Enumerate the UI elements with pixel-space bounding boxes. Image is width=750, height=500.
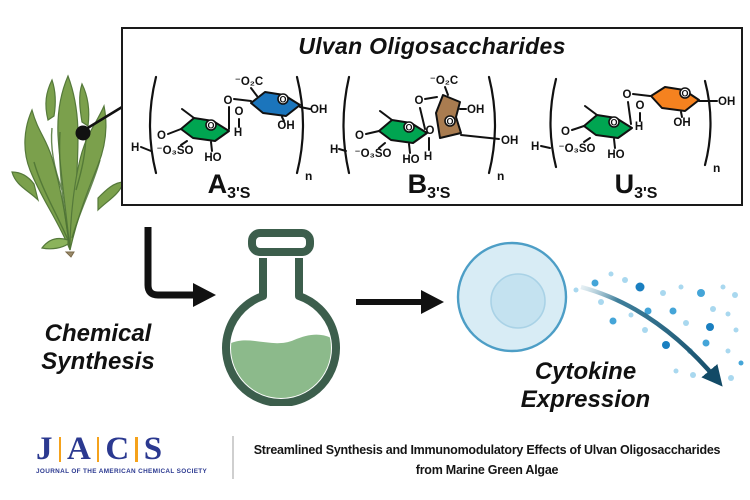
cytokine-expression-label: Cytokine Expression [520, 358, 651, 414]
callout-line [85, 102, 128, 131]
panel-title: Ulvan Oligosaccharides [298, 33, 566, 59]
article-title: Streamlined Synthesis and Immunomodulato… [248, 440, 726, 480]
cytokine-secretion-graphic [573, 271, 744, 387]
arrow-right-icon [356, 290, 444, 314]
svg-text:OH: OH [467, 104, 484, 116]
svg-text:O: O [681, 89, 688, 99]
svg-text:n: n [713, 161, 720, 175]
svg-text:H: H [234, 127, 242, 139]
svg-text:HO: HO [607, 149, 624, 161]
svg-text:O: O [405, 123, 412, 133]
jacs-separator [96, 437, 100, 462]
svg-text:O: O [355, 130, 364, 142]
svg-text:O: O [426, 125, 435, 137]
svg-text:O: O [610, 118, 617, 128]
jacs-separator [58, 437, 61, 462]
svg-text:O: O [446, 117, 453, 127]
jacs-letter-j: J [36, 431, 53, 467]
secretion-arrow-icon [580, 284, 723, 387]
svg-text:H: H [330, 144, 338, 156]
structure-A3S-label: A3'S [207, 169, 251, 202]
structure-A3S: n H O O O ⁻O₂C O OH OH [129, 71, 329, 203]
svg-text:OH: OH [277, 120, 294, 132]
jacs-tagline: JOURNAL OF THE AMERICAN CHEMICAL SOCIETY [36, 468, 208, 475]
svg-text:O: O [561, 126, 570, 138]
structure-A3S-drawing: n H O O O ⁻O₂C O OH OH [131, 75, 327, 183]
jacs-letter-c: C [105, 431, 130, 467]
svg-text:O: O [415, 95, 424, 107]
footer-divider [232, 436, 234, 479]
svg-text:HO: HO [204, 152, 221, 164]
svg-text:O: O [224, 95, 233, 107]
jacs-letter-a: A [67, 431, 91, 467]
svg-text:O: O [207, 121, 214, 131]
svg-text:n: n [305, 169, 312, 183]
cell-nucleus [490, 273, 546, 329]
article-title-line1: Streamlined Synthesis and Immunomodulato… [253, 443, 721, 457]
svg-text:H: H [531, 141, 539, 153]
svg-text:H: H [424, 151, 432, 163]
svg-text:n: n [497, 169, 504, 183]
svg-text:⁻O₂C: ⁻O₂C [235, 76, 263, 88]
svg-text:OH: OH [673, 117, 690, 129]
jacs-logo: J A C S JOURNAL OF THE AMERICAN CHEMICAL… [36, 433, 208, 476]
svg-text:⁻O₃SO: ⁻O₃SO [355, 148, 392, 160]
jacs-separator [135, 437, 138, 462]
svg-text:O: O [279, 95, 286, 105]
structure-U3S-label: U3'S [614, 169, 658, 202]
structure-U3S-drawing: n H O O O O OH OH O [531, 77, 735, 175]
svg-text:⁻O₃SO: ⁻O₃SO [157, 145, 194, 157]
svg-text:H: H [131, 142, 139, 154]
structures-panel: Ulvan Oligosaccharides n H O O O ⁻O₂C [121, 27, 743, 206]
cell-illustration [456, 241, 568, 353]
chemical-synthesis-label: Chemical Synthesis [41, 320, 155, 376]
svg-text:O: O [235, 106, 244, 118]
svg-text:O: O [623, 89, 632, 101]
callout-dot [75, 125, 91, 141]
svg-text:O: O [636, 100, 645, 112]
green-algae-illustration [11, 74, 128, 258]
jacs-logo-letters: J A C S [36, 433, 207, 466]
structure-U3S: n H O O O O OH OH O [529, 71, 743, 203]
svg-text:⁻O₃SO: ⁻O₃SO [559, 143, 596, 155]
svg-text:⁻O₂C: ⁻O₂C [430, 75, 458, 87]
svg-text:H: H [635, 121, 643, 133]
arrow-down-right-icon [144, 227, 216, 307]
svg-text:OH: OH [310, 104, 327, 116]
flask-liquid [231, 334, 331, 398]
jacs-letter-s: S [143, 431, 163, 467]
cytokine-dots [573, 271, 744, 381]
structure-B3S-drawing: n H O O O ⁻O₂C O OH OH [330, 75, 518, 183]
flask-icon [222, 229, 340, 406]
svg-text:OH: OH [718, 96, 735, 108]
structure-B3S: n H O O O ⁻O₂C O OH OH [329, 71, 529, 203]
svg-text:OH: OH [501, 135, 518, 147]
structure-B3S-label: B3'S [407, 169, 451, 202]
article-title-line2: from Marine Green Algae [415, 463, 559, 477]
svg-text:O: O [157, 130, 166, 142]
svg-text:HO: HO [402, 154, 419, 166]
